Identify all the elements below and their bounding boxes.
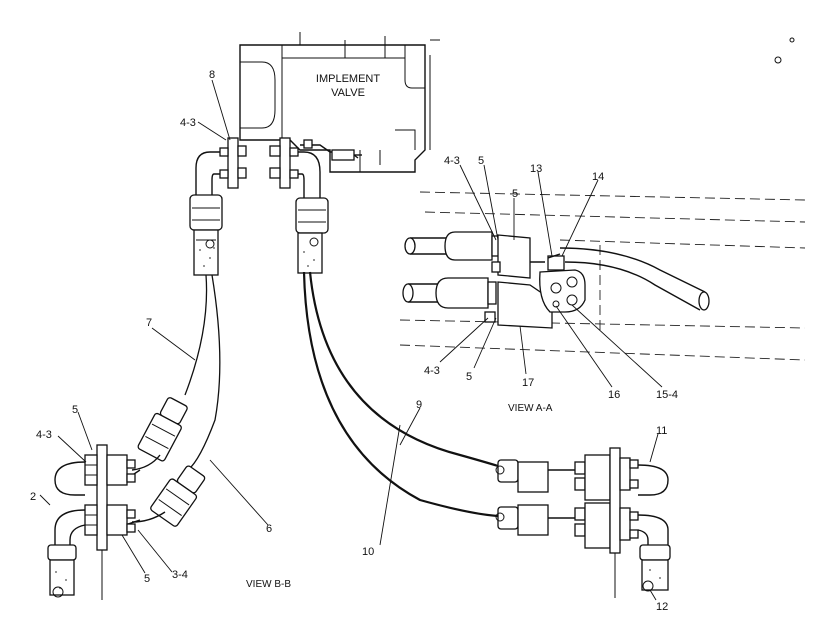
right-valve-flange — [269, 137, 362, 198]
callout-4-3-top: 4-3 — [180, 117, 196, 129]
callout-12: 12 — [656, 601, 668, 613]
callout-2: 2 — [30, 491, 36, 503]
callout-5-aa-mid: 5 — [512, 188, 518, 200]
hose-7-end-fitting — [137, 397, 188, 462]
callout-5-aa-bottom: 5 — [466, 371, 472, 383]
callout-5-left: 5 — [72, 404, 78, 416]
left-valve-flange — [195, 137, 247, 195]
hose-7 — [184, 274, 221, 471]
left-top-hose-fitting — [189, 194, 223, 276]
leader-lines — [39, 79, 663, 601]
callout-14: 14 — [592, 171, 604, 183]
callout-13: 13 — [530, 163, 542, 175]
valve-label-line2: VALVE — [331, 87, 365, 99]
callout-15-4: 15-4 — [656, 389, 678, 401]
callout-8: 8 — [209, 69, 215, 81]
hose-6-end-fitting — [150, 465, 206, 527]
right-top-hose-fitting — [295, 197, 329, 274]
valve-label-line1: IMPLEMENT — [316, 73, 380, 85]
callout-16: 16 — [608, 389, 620, 401]
hose-9 — [308, 271, 499, 468]
callout-5-bottom: 5 — [144, 573, 150, 585]
callout-11: 11 — [656, 425, 667, 437]
view-aa-detail — [399, 191, 806, 361]
right-lower-flange-assembly — [495, 447, 671, 598]
callout-5-aa-top: 5 — [478, 155, 484, 167]
hose-10 — [302, 271, 499, 518]
callout-7: 7 — [146, 317, 152, 329]
callout-3-4: 3-4 — [172, 569, 188, 581]
implement-valve-housing — [239, 32, 795, 173]
view-bb-label: VIEW B-B — [246, 579, 291, 590]
callout-4-3-aa-bottom: 4-3 — [424, 365, 440, 377]
callout-10: 10 — [362, 546, 374, 558]
callout-4-3-left: 4-3 — [36, 429, 52, 441]
callout-9: 9 — [416, 399, 422, 411]
callout-17: 17 — [522, 377, 534, 389]
callout-4-3-aa-top: 4-3 — [444, 155, 460, 167]
view-aa-label: VIEW A-A — [508, 403, 553, 414]
callout-6: 6 — [266, 523, 272, 535]
left-lower-flange-assembly — [47, 444, 166, 600]
